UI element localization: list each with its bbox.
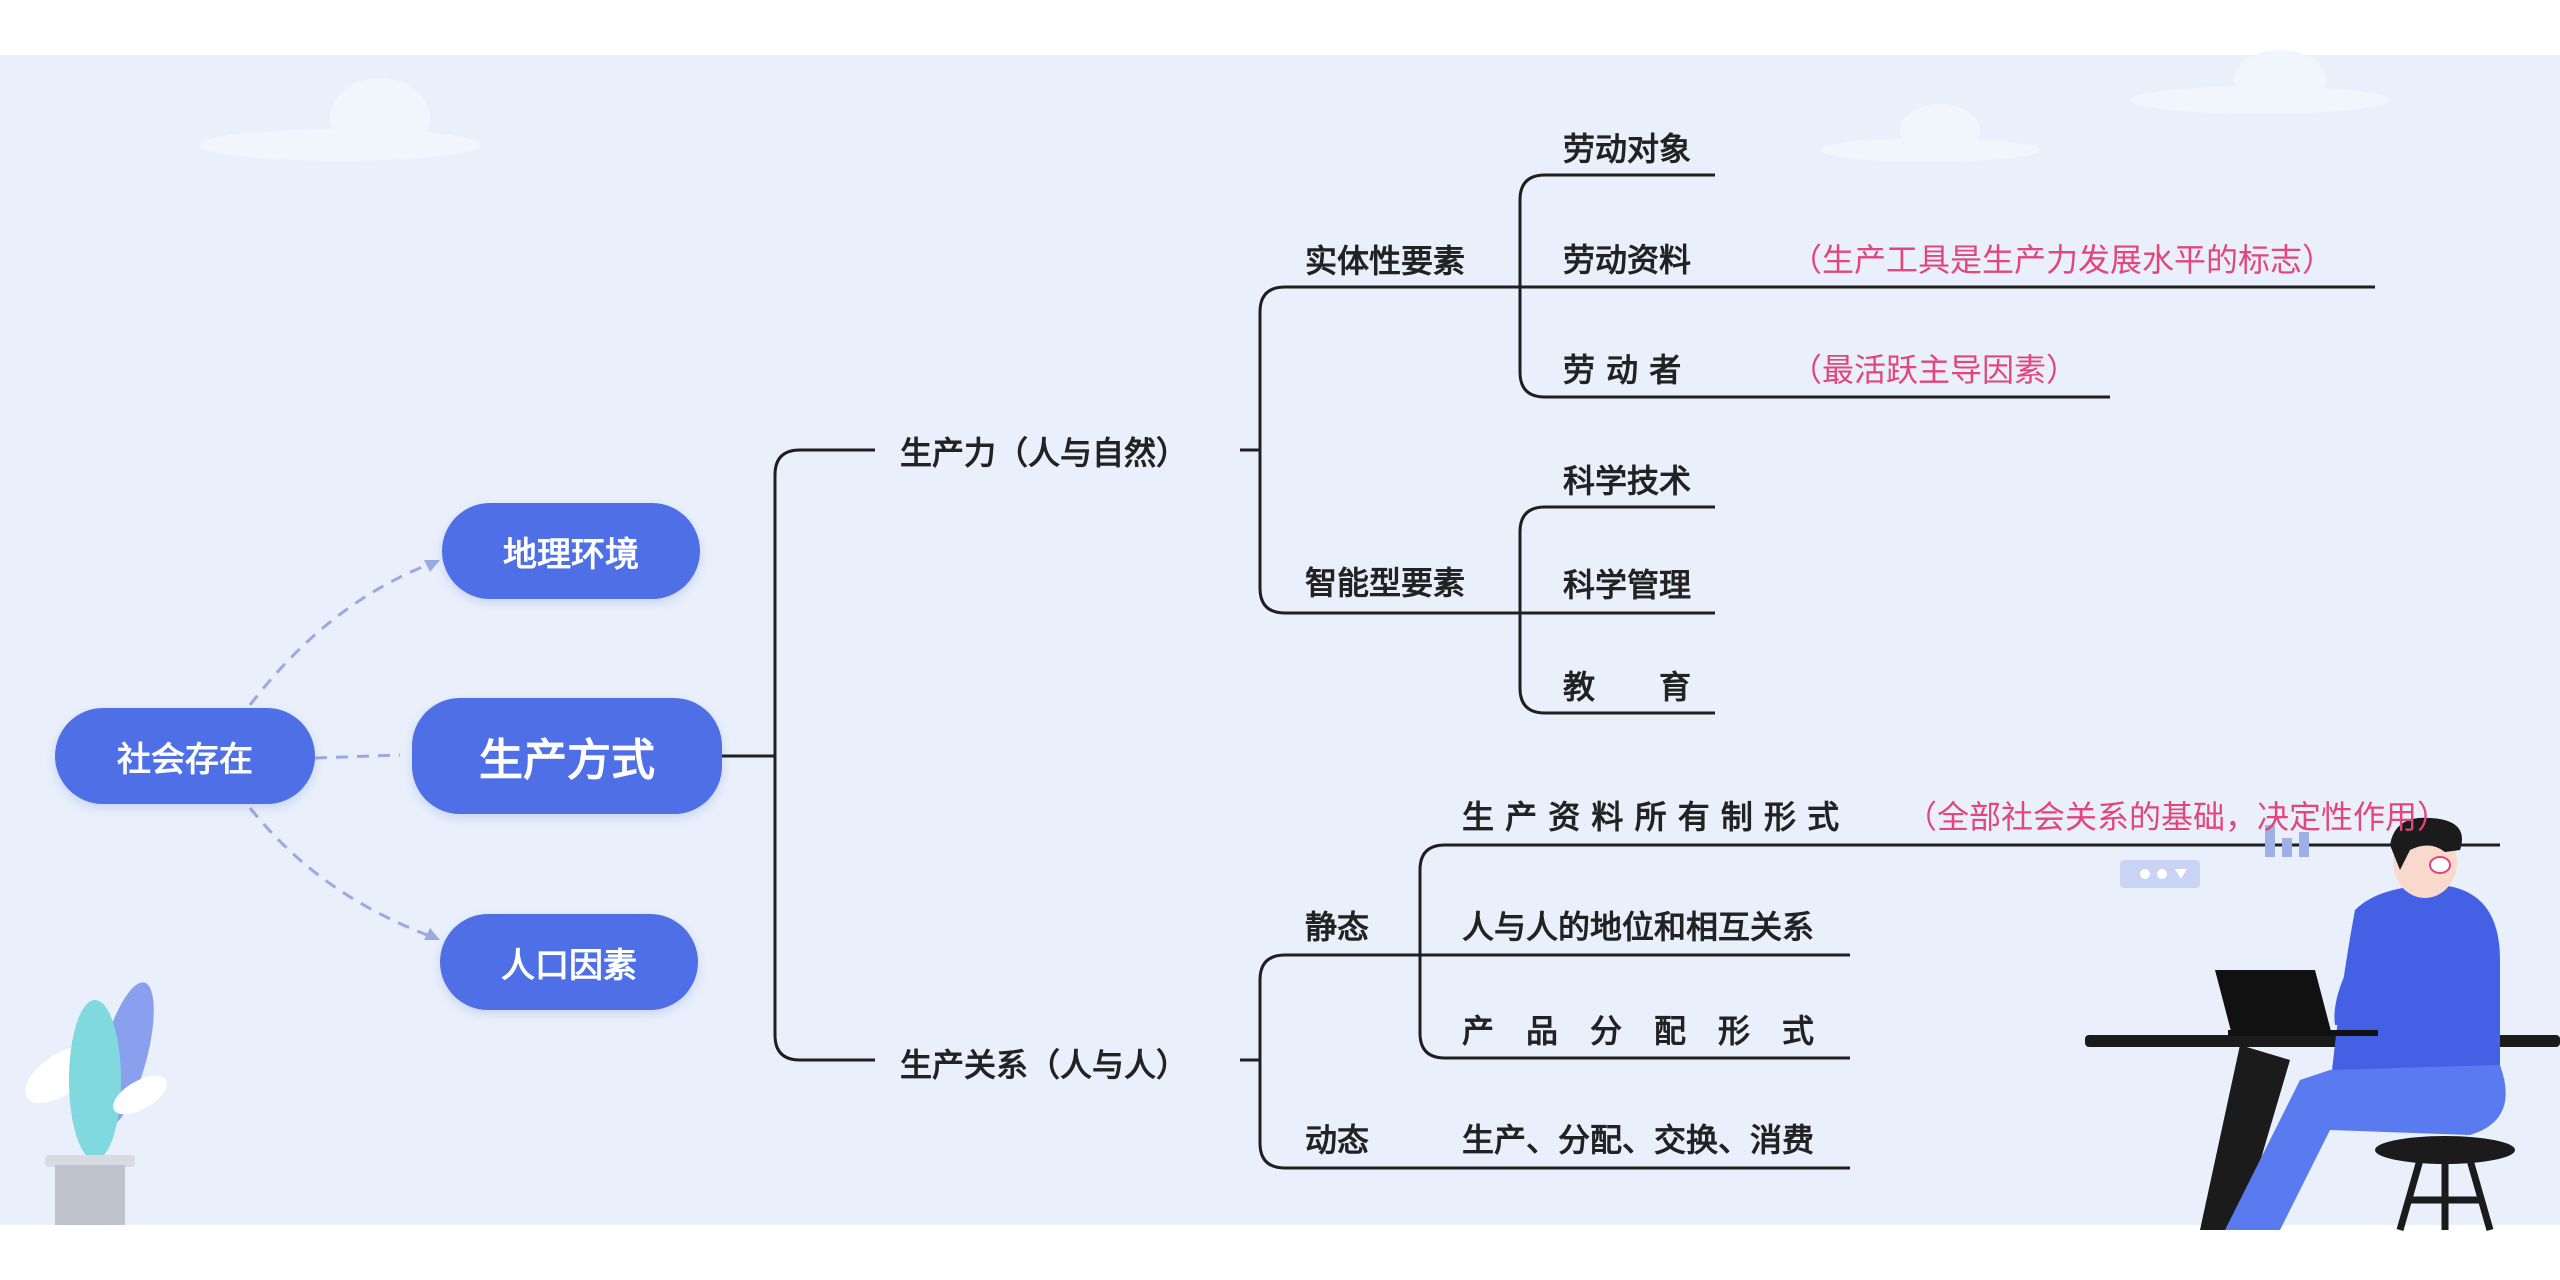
note-worker: （最活跃主导因素） — [1790, 351, 2079, 389]
note-tools: （生产工具是生产力发展水平的标志） — [1790, 241, 2335, 279]
person-at-desk-icon — [2085, 817, 2560, 1231]
node-mode-of-production: 生产方式 — [412, 698, 722, 814]
leaf-status-relations: 人与人的地位和相互关系 — [1462, 908, 1815, 946]
label-intelligent-elements: 智能型要素 — [1305, 564, 1466, 602]
arrow-to-mode — [314, 753, 401, 760]
plant-icon — [25, 982, 167, 1225]
label-dynamic: 动态 — [1305, 1121, 1370, 1159]
label-substantive-elements: 实体性要素 — [1305, 242, 1466, 280]
node-social-existence: 社会存在 — [55, 708, 315, 804]
leaf-laborer: 劳 动 者 — [1563, 351, 1682, 389]
chart-decor-icon — [2120, 825, 2309, 888]
leaf-education: 教 育 — [1563, 668, 1692, 706]
laptop-icon — [2215, 970, 2332, 1035]
node-geography: 地理环境 — [442, 503, 700, 599]
label-static: 静态 — [1305, 908, 1370, 946]
note-ownership: （全部社会关系的基础，决定性作用） — [1905, 798, 2450, 836]
leaf-labor-means: 劳动资料 — [1563, 241, 1692, 279]
leaf-distribution-form: 产 品 分 配 形 式 — [1462, 1012, 1815, 1050]
leaf-labor-object: 劳动对象 — [1563, 130, 1692, 168]
label-relations-of-production: 生产关系（人与人） — [900, 1046, 1189, 1084]
cloud-icon — [200, 50, 2390, 162]
leaf-ownership-form: 生 产 资 料 所 有 制 形 式 — [1462, 798, 1840, 836]
leaf-dynamic-process: 生产、分配、交换、消费 — [1462, 1121, 1815, 1159]
leaf-science-technology: 科学技术 — [1563, 462, 1692, 500]
leaf-science-management: 科学管理 — [1563, 566, 1692, 604]
label-productive-forces: 生产力（人与自然） — [900, 434, 1189, 472]
node-population: 人口因素 — [440, 914, 698, 1010]
arrow-to-population — [248, 807, 436, 940]
arrow-to-geography — [248, 560, 436, 706]
diagram-canvas — [0, 55, 2560, 1225]
